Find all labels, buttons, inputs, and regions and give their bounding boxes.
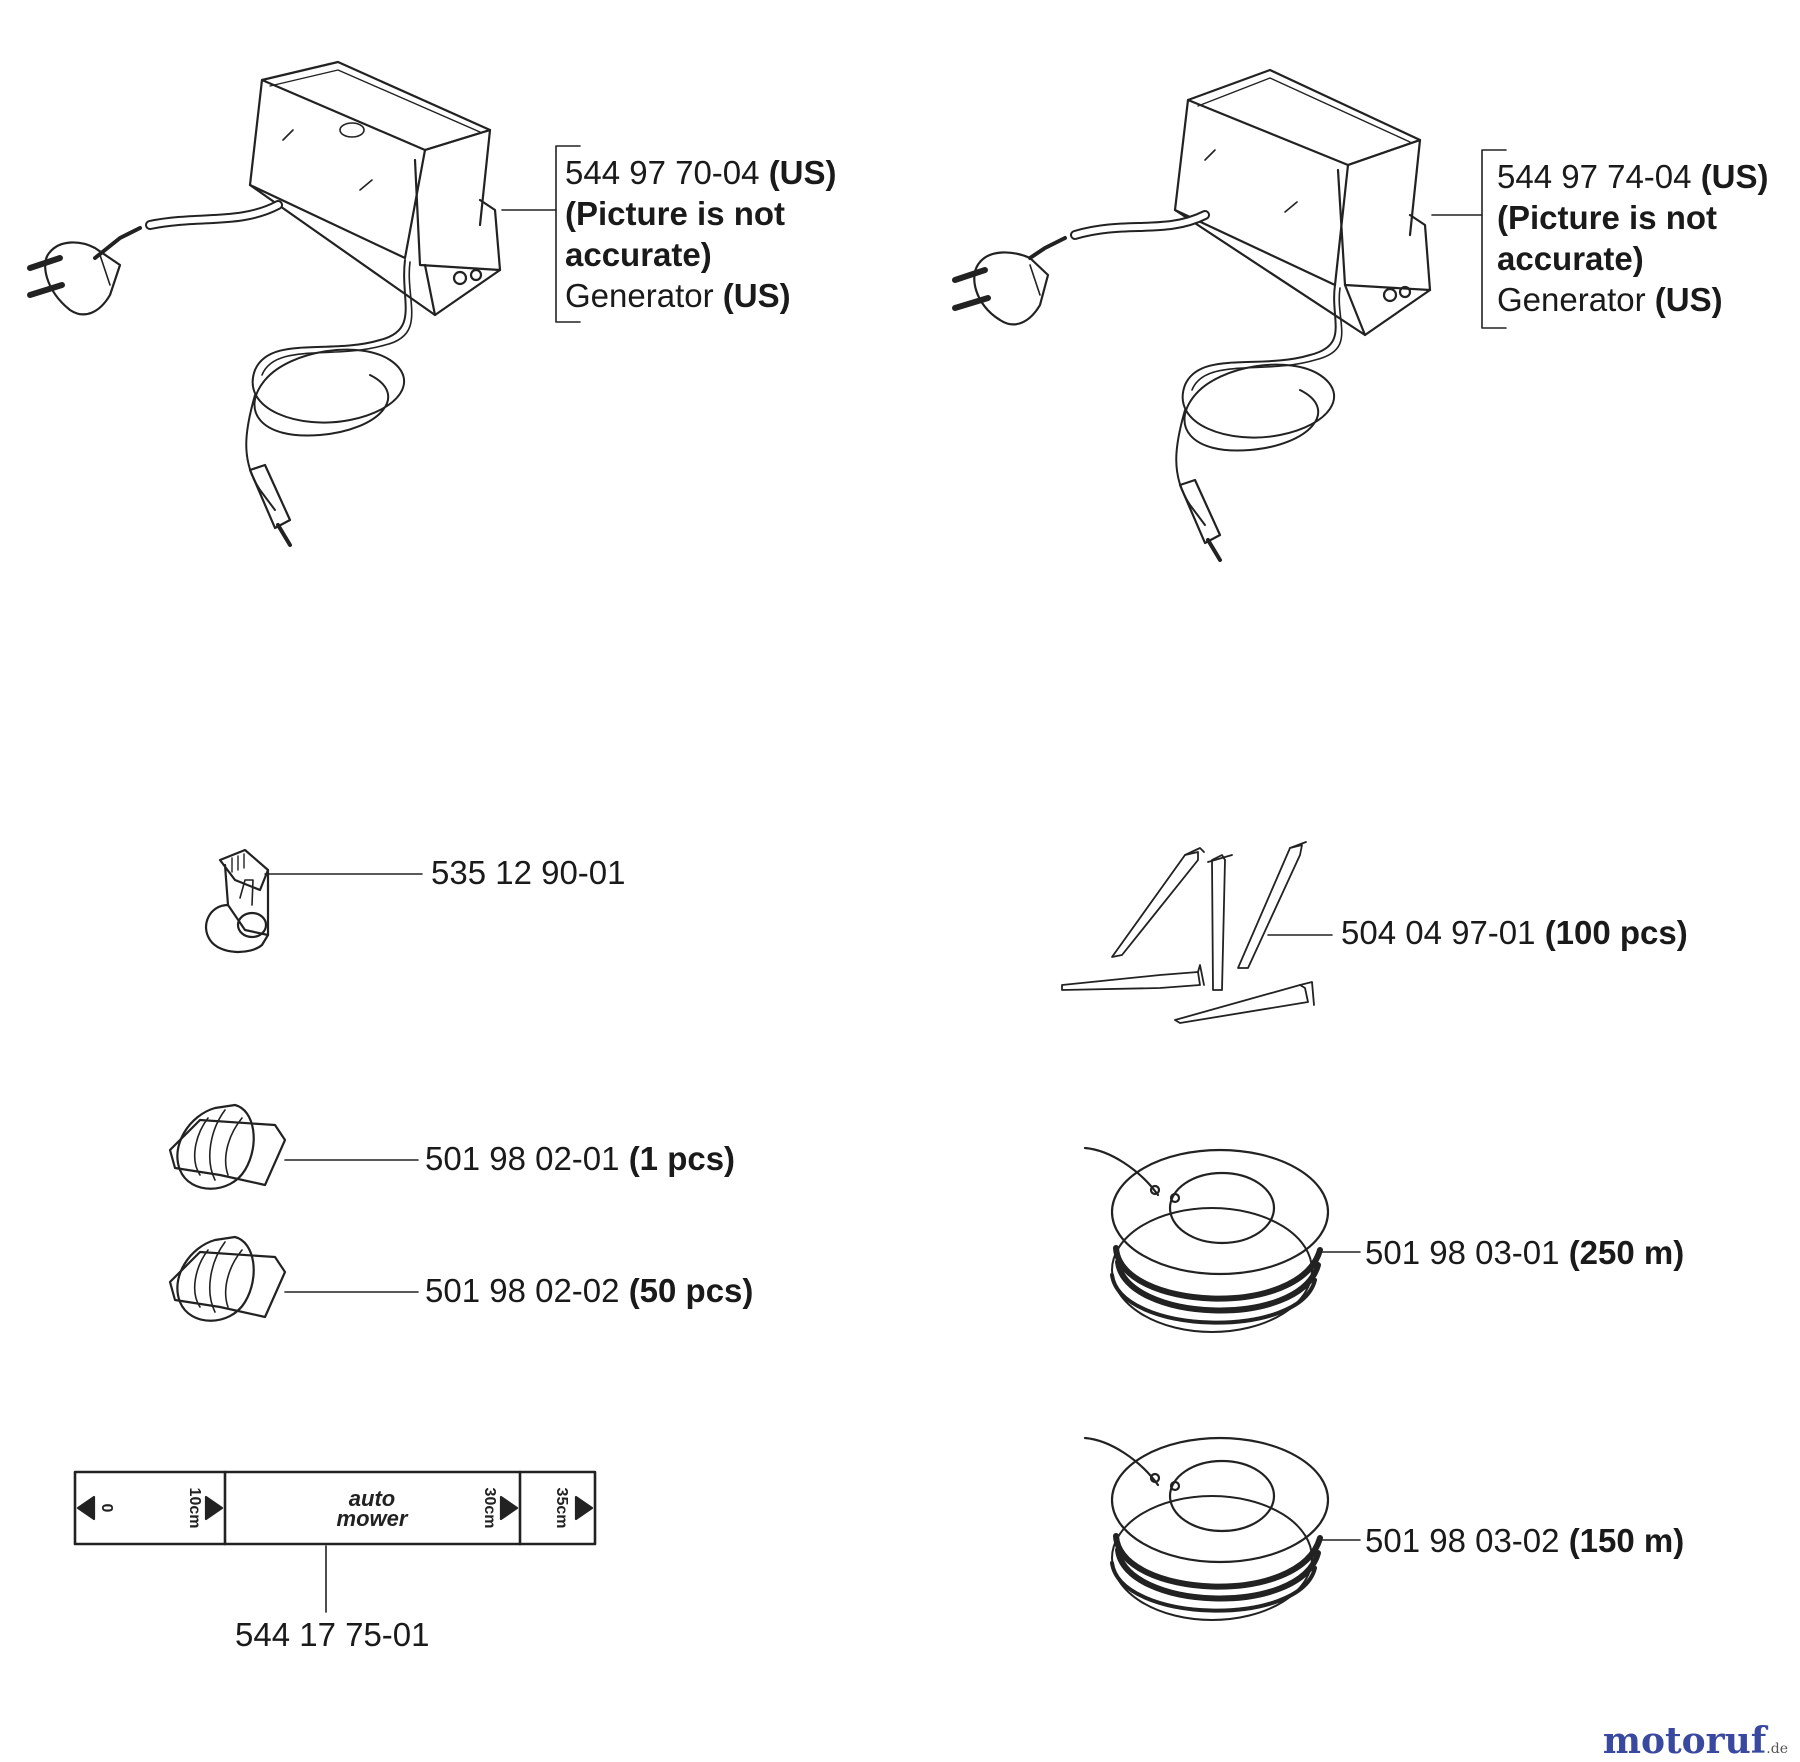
wire-spool-2-length: (150 m) <box>1568 1522 1685 1559</box>
generator-2-part-suffix: (US) <box>1700 158 1769 195</box>
connector-2-drawing <box>168 1235 287 1322</box>
wire-clip-drawing <box>204 848 270 953</box>
wire-spool-1-drawing <box>1083 1146 1330 1333</box>
connector-1-quantity: (1 pcs) <box>628 1140 736 1177</box>
ruler-mark-30: 30cm <box>481 1488 498 1529</box>
wire-spool-1-length: (250 m) <box>1568 1234 1685 1271</box>
generator-1-name: Generator <box>565 277 714 314</box>
ruler-logo-line-1: auto <box>349 1486 395 1511</box>
ruler-mark-0: 0 <box>98 1504 115 1513</box>
generator-1-note-line-2: accurate) <box>565 236 712 273</box>
ruler-logo-line-2: mower <box>337 1506 409 1531</box>
generator-1-part-number: 544 97 70-04 <box>565 154 760 191</box>
generator-2-note-line-1: (Picture is not <box>1497 199 1718 236</box>
generator-2-leader <box>1431 149 1507 329</box>
generator-2-note-line-2: accurate) <box>1497 240 1644 277</box>
generator-1-drawing <box>27 60 502 547</box>
measuring-ruler-drawing <box>73 1470 597 1546</box>
generator-1-leader <box>501 145 581 323</box>
generator-1-label: 544 97 70-04 (US) (Picture is not accura… <box>565 152 837 316</box>
connector-1-part-number: 501 98 02-01 <box>425 1140 620 1177</box>
watermark-logo: motoruf.de <box>1603 1720 1788 1762</box>
generator-2-name: Generator <box>1497 281 1646 318</box>
connector-2-part-number: 501 98 02-02 <box>425 1272 620 1309</box>
connector-1-label: 501 98 02-01 (1 pcs) <box>425 1138 735 1179</box>
wire-spool-1-label: 501 98 03-01 (250 m) <box>1365 1232 1684 1273</box>
clip-part-number: 535 12 90-01 <box>431 854 626 891</box>
wire-spool-1-part-number: 501 98 03-01 <box>1365 1234 1560 1271</box>
watermark-tld: .de <box>1766 1741 1788 1757</box>
watermark-brand: motoruf <box>1602 1720 1767 1762</box>
pegs-part-number: 504 04 97-01 <box>1341 914 1536 951</box>
connector-1-drawing <box>168 1103 287 1190</box>
pegs-drawing <box>1061 841 1315 1024</box>
ruler-mark-10: 10cm <box>186 1488 203 1529</box>
wire-spool-2-part-number: 501 98 03-02 <box>1365 1522 1560 1559</box>
ruler-label: 544 17 75-01 <box>235 1614 430 1655</box>
generator-1-name-suffix: (US) <box>722 277 791 314</box>
generator-1-note-line-1: (Picture is not <box>565 195 786 232</box>
generator-1-part-suffix: (US) <box>768 154 837 191</box>
generator-2-drawing <box>952 68 1432 562</box>
generator-2-label: 544 97 74-04 (US) (Picture is not accura… <box>1497 156 1769 320</box>
generator-2-part-number: 544 97 74-04 <box>1497 158 1692 195</box>
connector-2-label: 501 98 02-02 (50 pcs) <box>425 1270 753 1311</box>
pegs-quantity: (100 pcs) <box>1544 914 1688 951</box>
wire-spool-2-label: 501 98 03-02 (150 m) <box>1365 1520 1684 1561</box>
clip-label: 535 12 90-01 <box>431 852 626 893</box>
wire-spool-2-drawing <box>1083 1436 1330 1621</box>
ruler-mark-35: 35cm <box>553 1488 570 1529</box>
pegs-label: 504 04 97-01 (100 pcs) <box>1341 912 1688 953</box>
connector-2-quantity: (50 pcs) <box>628 1272 754 1309</box>
ruler-part-number: 544 17 75-01 <box>235 1616 430 1653</box>
generator-2-name-suffix: (US) <box>1654 281 1723 318</box>
